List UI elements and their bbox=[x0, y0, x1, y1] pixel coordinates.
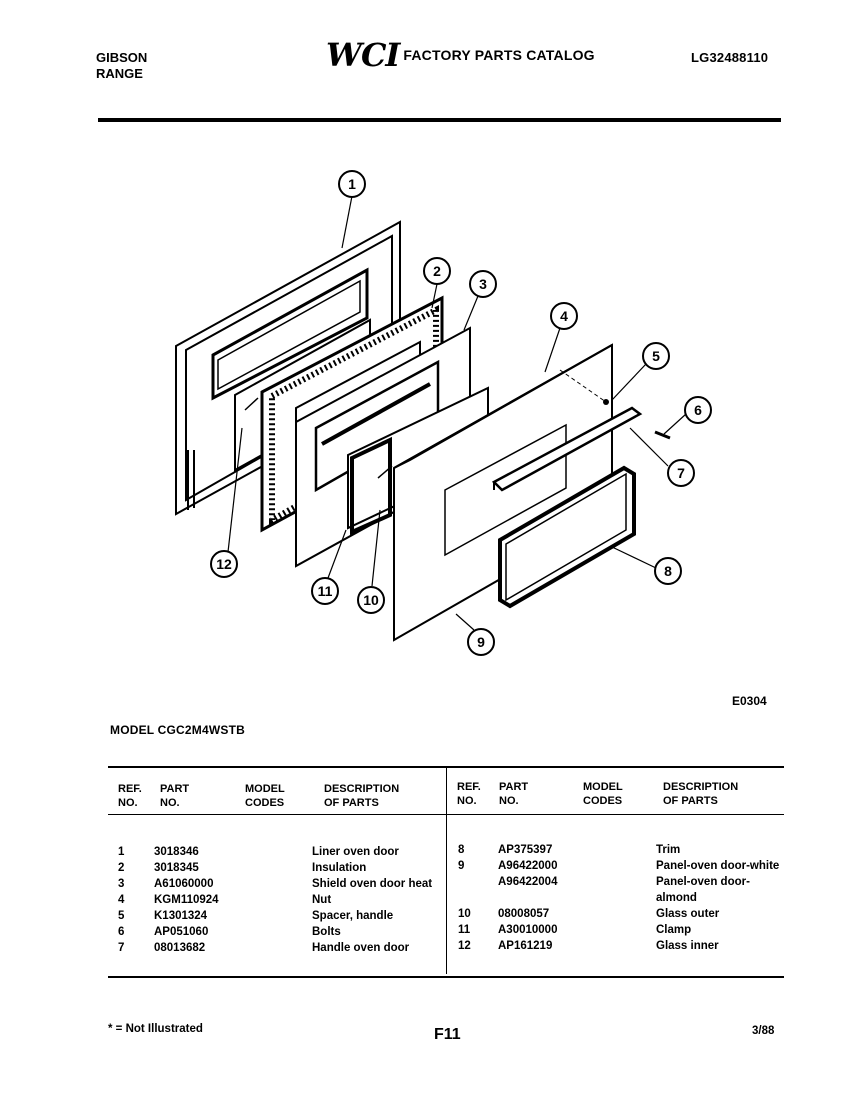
part-panel-oven-door bbox=[393, 343, 613, 642]
svg-text:12: 12 bbox=[216, 556, 232, 572]
callout-5: 5 bbox=[642, 342, 670, 370]
figure-code: E0304 bbox=[732, 694, 767, 708]
svg-text:3: 3 bbox=[479, 276, 487, 292]
svg-text:1: 1 bbox=[348, 176, 356, 192]
callout-markers: 1 2 3 4 5 6 7 8 9 10 11 12 bbox=[210, 170, 712, 656]
svg-text:8: 8 bbox=[664, 563, 672, 579]
brand-block: GIBSON RANGE bbox=[96, 50, 147, 82]
callout-9: 9 bbox=[467, 628, 495, 656]
svg-text:9: 9 bbox=[477, 634, 485, 650]
callout-4: 4 bbox=[550, 302, 578, 330]
callout-7: 7 bbox=[667, 459, 695, 487]
callout-11: 11 bbox=[311, 577, 339, 605]
callout-3: 3 bbox=[469, 270, 497, 298]
callout-6: 6 bbox=[684, 396, 712, 424]
svg-text:4: 4 bbox=[560, 308, 568, 324]
header-rule bbox=[98, 118, 781, 122]
svg-text:11: 11 bbox=[318, 583, 333, 599]
catalog-number: LG32488110 bbox=[691, 50, 769, 65]
part-trim bbox=[498, 465, 636, 609]
part-spacer-handle bbox=[603, 399, 609, 405]
table-bottom-rule bbox=[108, 976, 784, 978]
svg-text:2: 2 bbox=[433, 263, 441, 279]
svg-text:5: 5 bbox=[652, 348, 660, 364]
callout-8: 8 bbox=[654, 557, 682, 585]
callout-12: 12 bbox=[210, 550, 238, 578]
revision-date: 3/88 bbox=[752, 1025, 775, 1037]
header-ref-no-right: REF.NO. bbox=[457, 781, 481, 807]
svg-text:6: 6 bbox=[694, 402, 702, 418]
not-illustrated-note: * = Not Illustrated bbox=[108, 1023, 203, 1035]
catalog-title-block: WCI FACTORY PARTS CATALOG bbox=[326, 36, 595, 74]
callout-1: 1 bbox=[338, 170, 366, 198]
svg-text:7: 7 bbox=[677, 465, 685, 481]
page-number: F11 bbox=[434, 1026, 461, 1043]
table-divider bbox=[446, 768, 447, 974]
header-ref-no: REF.NO. bbox=[118, 783, 142, 809]
brand-name: GIBSON bbox=[96, 50, 148, 65]
product-type: RANGE bbox=[96, 66, 143, 81]
catalog-title: FACTORY PARTS CATALOG bbox=[403, 47, 595, 63]
exploded-door-diagram: 1 2 3 4 5 6 7 8 9 10 11 12 bbox=[175, 170, 712, 656]
part-bolt bbox=[654, 430, 671, 440]
callout-2: 2 bbox=[423, 257, 451, 285]
wci-logo: WCI bbox=[326, 36, 400, 74]
model-number: MODEL CGC2M4WSTB bbox=[110, 723, 245, 737]
table-top-rule bbox=[108, 766, 784, 768]
callout-10: 10 bbox=[357, 586, 385, 614]
part-handle-oven-door bbox=[491, 406, 643, 492]
svg-text:10: 10 bbox=[363, 592, 379, 608]
header-rule-bottom bbox=[108, 814, 784, 815]
